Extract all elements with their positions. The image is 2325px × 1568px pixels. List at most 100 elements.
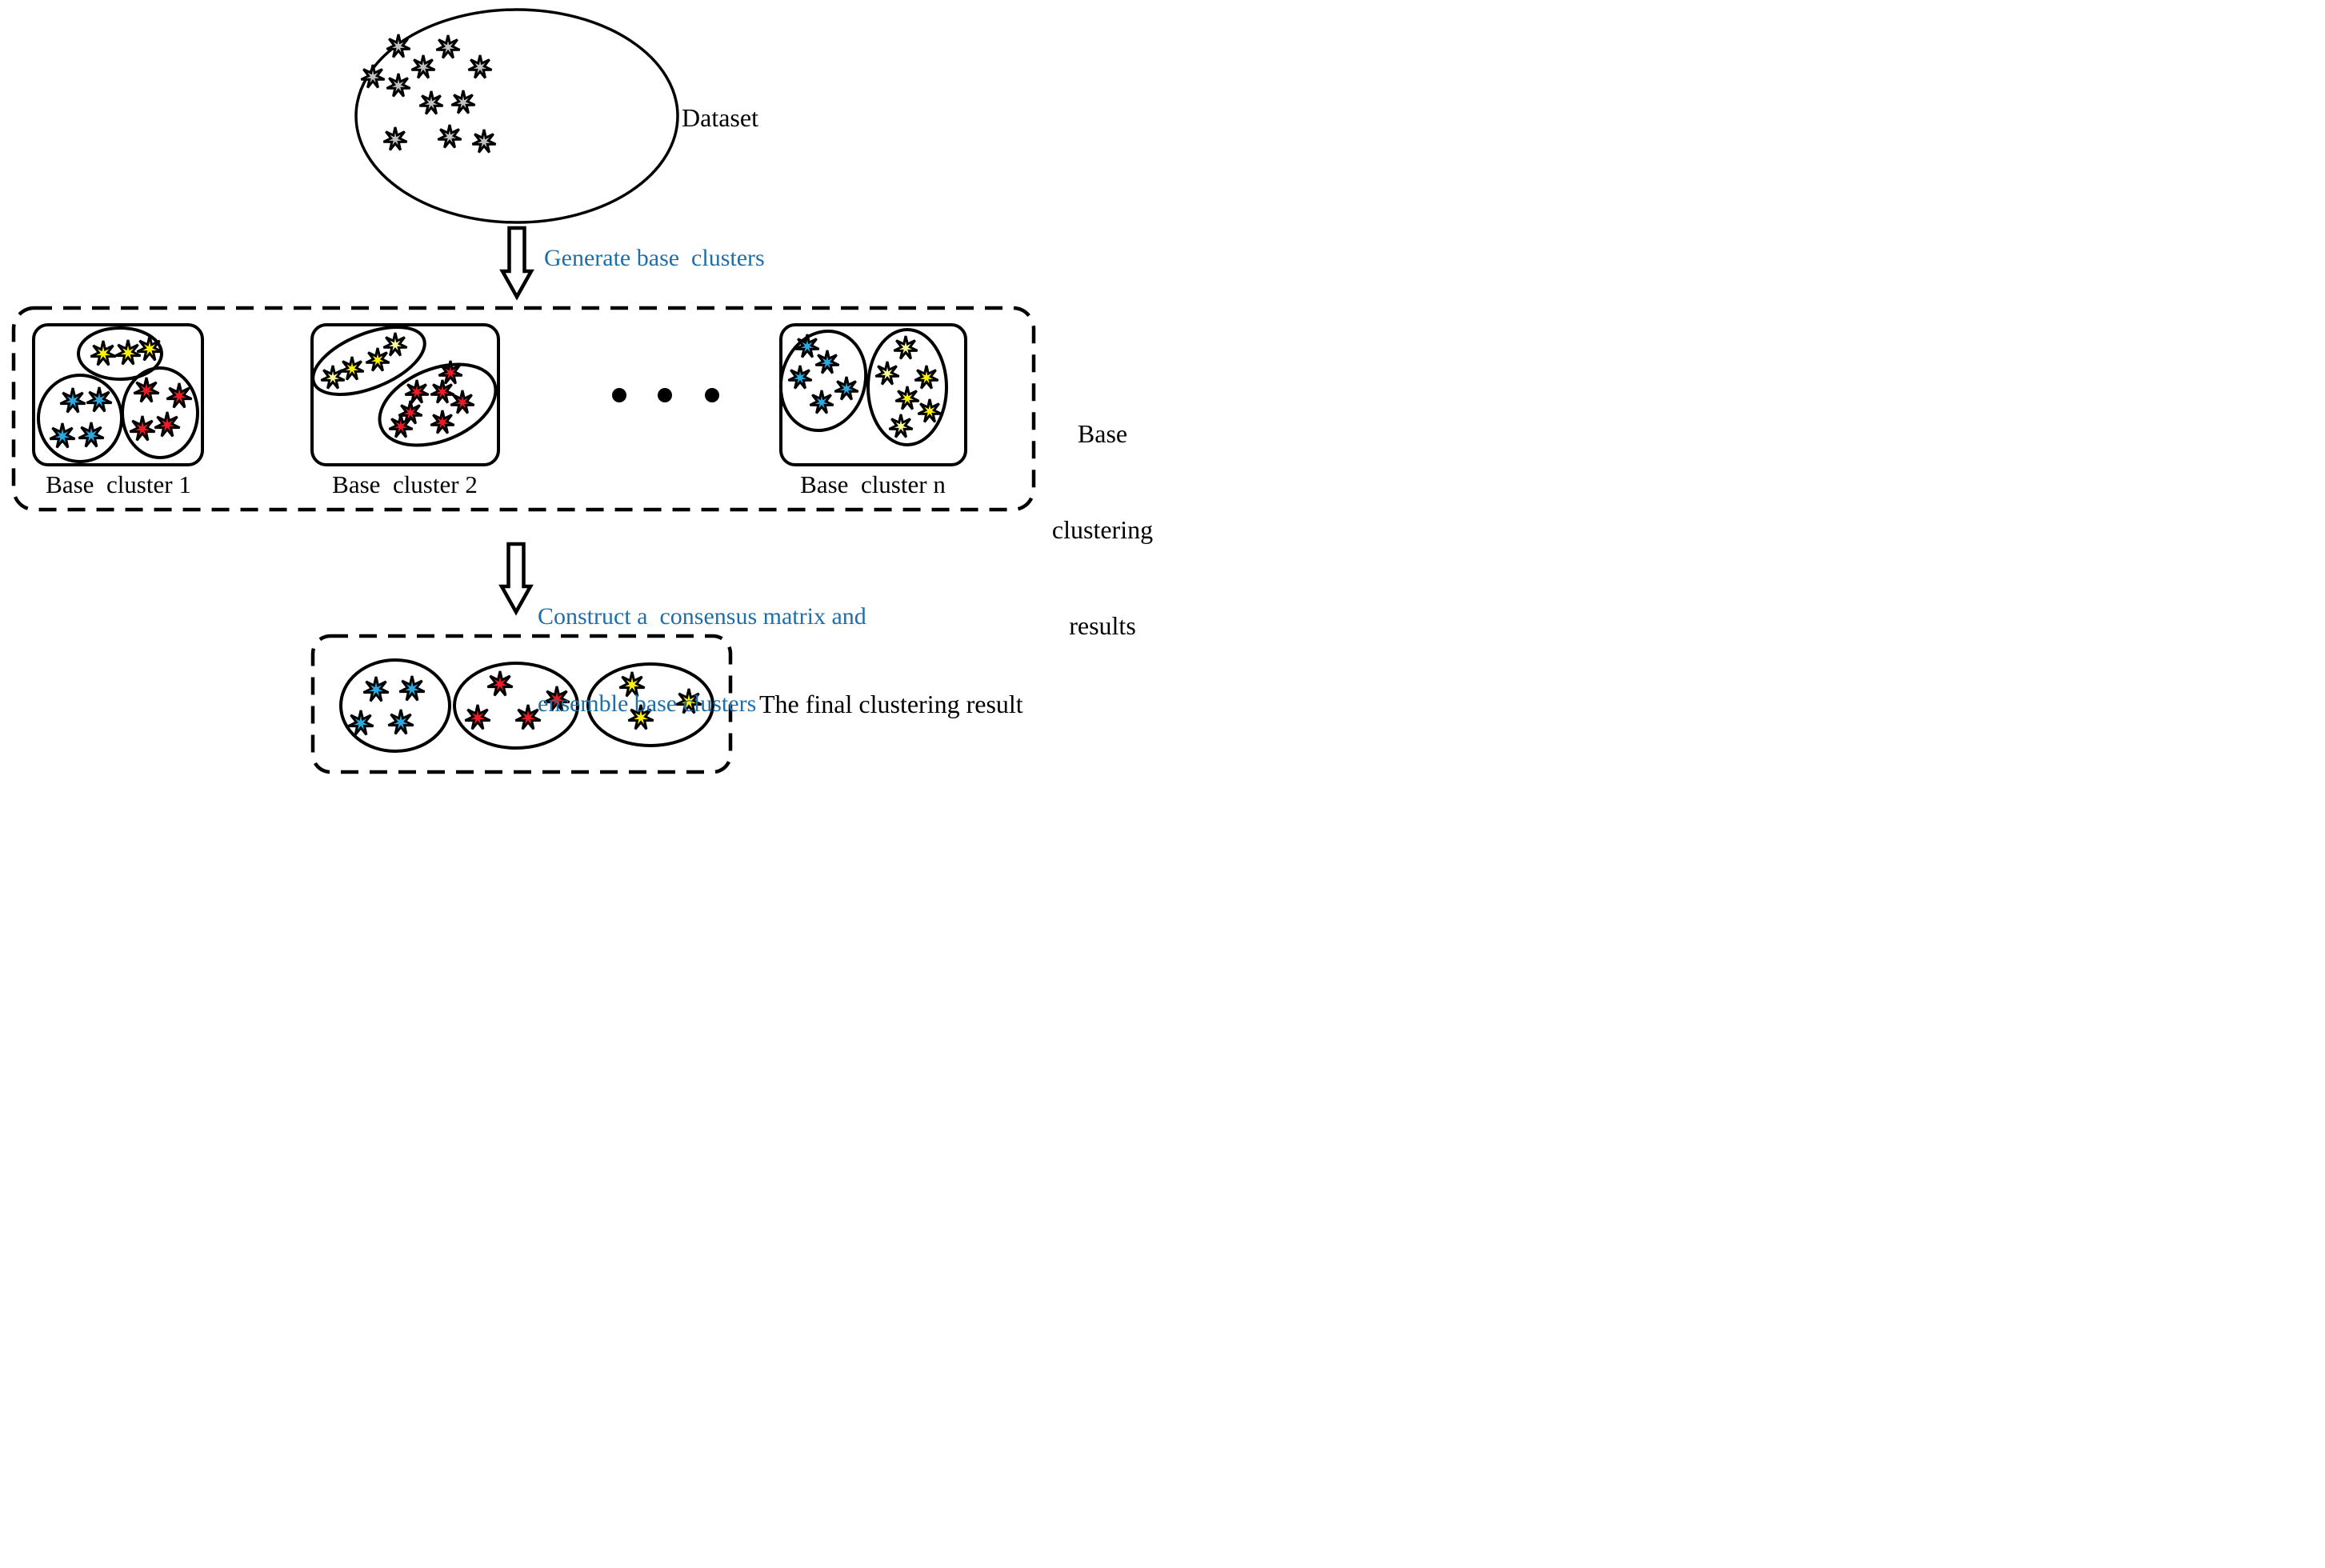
star-icon xyxy=(618,671,646,698)
base-cluster-2-box xyxy=(310,323,500,466)
star-icon xyxy=(794,334,820,358)
ellipsis-dot xyxy=(658,388,672,402)
star-icon xyxy=(435,34,461,59)
cluster1-blue-ellipse xyxy=(37,374,123,463)
generate-base-clusters-caption: Generate base clusters xyxy=(544,245,765,271)
clustern-blue-stars xyxy=(787,334,859,414)
star-icon xyxy=(893,335,918,360)
star-icon xyxy=(464,704,491,730)
caption-line: Construct a consensus matrix and xyxy=(538,603,866,630)
cluster1-blue-stars xyxy=(49,386,113,449)
down-arrow-icon xyxy=(498,542,534,616)
cluster1-red-ellipse xyxy=(121,366,199,459)
dataset-stars xyxy=(360,34,497,154)
star-icon xyxy=(386,34,411,58)
caption-line: ensemble base clusters xyxy=(538,690,757,717)
star-icon xyxy=(914,365,939,390)
star-icon xyxy=(404,379,430,404)
star-icon xyxy=(874,361,900,386)
star-icon xyxy=(894,386,920,410)
star-icon xyxy=(917,398,942,423)
star-icon xyxy=(59,387,86,414)
star-icon xyxy=(471,129,497,154)
cluster2-red-ellipse xyxy=(378,362,498,447)
side-label-line: Base xyxy=(1077,419,1128,448)
star-icon xyxy=(90,340,117,366)
clustern-yellow-stars xyxy=(874,335,942,438)
cluster1-yellow-stars xyxy=(90,335,163,366)
star-icon xyxy=(133,377,160,403)
star-icon xyxy=(49,422,76,449)
star-icon xyxy=(362,676,390,702)
final-result-box xyxy=(310,634,733,774)
star-icon xyxy=(86,386,113,413)
star-icon xyxy=(365,347,390,372)
star-icon xyxy=(888,414,914,438)
cluster2-red-stars xyxy=(388,360,475,438)
star-icon xyxy=(347,710,374,736)
side-label-line: clustering xyxy=(1051,515,1154,544)
clustern-blue-ellipse xyxy=(778,329,868,433)
cluster1-yellow-ellipse xyxy=(77,326,163,381)
star-icon xyxy=(675,688,702,714)
star-icon xyxy=(382,126,408,151)
star-icon xyxy=(430,379,455,404)
star-icon xyxy=(809,390,834,414)
star-icon xyxy=(387,709,414,735)
ellipsis-dot xyxy=(705,388,719,402)
star-icon xyxy=(136,335,163,362)
star-icon xyxy=(418,90,444,115)
final-blue-stars xyxy=(347,675,426,736)
cluster1-red-stars xyxy=(129,377,193,442)
base-cluster-2-label: Base cluster 2 xyxy=(332,470,478,498)
star-icon xyxy=(114,339,142,366)
star-icon xyxy=(787,365,813,390)
star-icon xyxy=(543,686,570,712)
star-icon xyxy=(398,400,423,425)
construct-consensus-caption: Construct a consensus matrix and ensembl… xyxy=(538,546,866,774)
star-icon xyxy=(382,332,408,357)
final-blue-ellipse xyxy=(339,658,451,753)
ellipsis-dot xyxy=(612,388,626,402)
side-label-line: results xyxy=(1069,611,1136,640)
star-icon xyxy=(814,350,840,374)
star-icon xyxy=(834,376,859,401)
final-yellow-ellipse xyxy=(586,662,714,747)
star-icon xyxy=(437,124,462,149)
star-icon xyxy=(486,670,514,697)
final-clustering-result-label: The final clustering result xyxy=(759,690,1023,718)
base-cluster-1-box xyxy=(32,323,204,466)
clustern-yellow-ellipse xyxy=(866,328,948,446)
base-clustering-results-label: Base clustering results xyxy=(1052,354,1153,706)
diagram-canvas: Dataset Generate base clusters Base clus… xyxy=(0,0,1162,784)
star-icon xyxy=(627,704,654,730)
star-icon xyxy=(410,54,436,79)
star-icon xyxy=(78,422,105,448)
star-icon xyxy=(450,90,476,114)
final-red-ellipse xyxy=(453,662,579,750)
dataset-ellipse xyxy=(354,8,679,224)
final-yellow-stars xyxy=(618,671,702,730)
star-icon xyxy=(514,704,542,730)
star-icon xyxy=(388,414,414,438)
star-icon xyxy=(166,382,193,409)
down-arrow-icon xyxy=(499,226,534,301)
base-cluster-1-label: Base cluster 1 xyxy=(46,470,191,498)
star-icon xyxy=(320,365,346,390)
diagram-figure xyxy=(11,8,1036,774)
star-icon xyxy=(398,675,426,702)
star-icon xyxy=(438,360,463,385)
base-cluster-n-label: Base cluster n xyxy=(800,470,946,498)
final-red-stars xyxy=(464,670,570,730)
star-icon xyxy=(339,356,365,381)
star-icon xyxy=(360,64,386,89)
star-icon xyxy=(467,54,493,79)
star-icon xyxy=(430,410,455,434)
star-icon xyxy=(386,73,411,98)
cluster2-yellow-stars xyxy=(320,332,408,390)
star-icon xyxy=(154,411,181,438)
star-icon xyxy=(129,415,156,442)
dataset-label: Dataset xyxy=(682,103,758,132)
star-icon xyxy=(450,390,475,414)
cluster2-yellow-ellipse xyxy=(311,326,426,396)
